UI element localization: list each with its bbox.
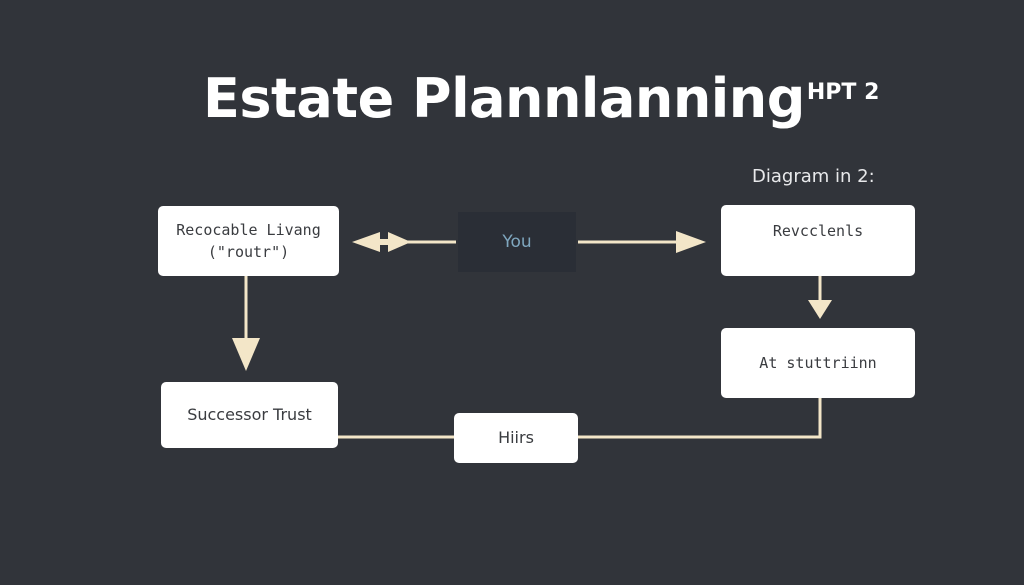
- diagram-subtitle: Diagram in 2:: [752, 166, 875, 187]
- node-successor-trust: Successor Trust: [161, 382, 338, 448]
- title-suffix: HPT 2: [806, 80, 880, 105]
- arrow-you-revcclenls: [578, 231, 706, 253]
- node-at-stuttriinn: At stuttriinn: [721, 328, 915, 398]
- title-main: Estate Plannlanning: [203, 67, 805, 130]
- node-you: You: [458, 212, 576, 272]
- node-revcclenls: Revcclenls: [721, 205, 915, 276]
- node-revocable-living: Recocable Livang ("routr"): [158, 206, 339, 276]
- arrow-revcclenls-atstuttriinn: [808, 276, 832, 319]
- node-revocable-living-line1: Recocable Livang: [176, 221, 321, 239]
- node-revocable-living-line2: ("routr"): [207, 243, 290, 261]
- page-title: Estate PlannlanningHPT 2: [203, 58, 879, 134]
- arrow-revocable-successor: [232, 276, 260, 371]
- node-hiirs: Hiirs: [454, 413, 578, 463]
- lines-to-hiirs: [338, 398, 822, 439]
- double-arrow-you-revocable: [352, 232, 456, 252]
